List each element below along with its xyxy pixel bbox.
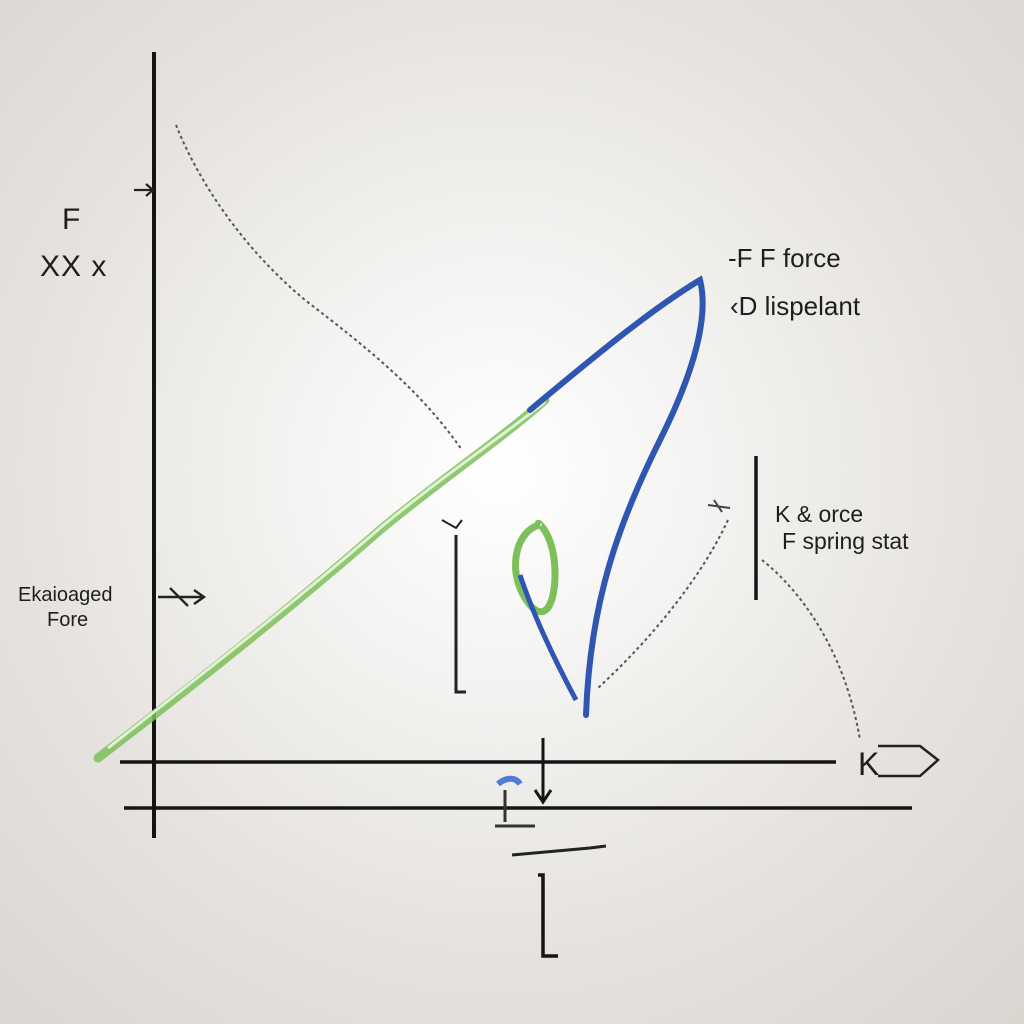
elongated-arrow-tick — [158, 587, 207, 607]
green-loop — [512, 519, 559, 616]
annotation-fore: Fore — [47, 609, 89, 631]
y-axis-label-xx: XX x — [40, 250, 108, 283]
x-axis-label-k: K — [858, 746, 880, 782]
left-bracket-tick — [441, 519, 463, 530]
right-bar-tick — [707, 499, 731, 513]
blue-marker — [496, 775, 523, 787]
dashed-curve-far-right — [761, 559, 861, 741]
y-axis-label-f: F — [62, 203, 81, 236]
green-elastic-curve-inner — [107, 400, 546, 750]
k-arrow-outline — [878, 744, 940, 778]
left-bracket — [454, 535, 466, 694]
y-axis-arrow-tick — [134, 183, 155, 197]
annotation-elongated: Ekaioaged — [18, 584, 113, 606]
annotation-k-force: K & orce — [775, 501, 864, 527]
legend-displacement-label: ‹D lispelant — [730, 291, 861, 321]
legend-force-label: -F F force — [728, 243, 841, 273]
dashed-curve-right — [597, 519, 729, 689]
lower-horizontal-stroke — [511, 844, 607, 857]
dashed-curve-upper — [175, 124, 463, 451]
marker-stem — [495, 790, 535, 828]
annotation-spring: F spring stat — [782, 528, 909, 554]
lower-bracket — [538, 873, 558, 958]
blue-return-stroke — [517, 574, 579, 702]
blue-force-curve — [527, 275, 706, 718]
down-arrow — [533, 738, 553, 805]
